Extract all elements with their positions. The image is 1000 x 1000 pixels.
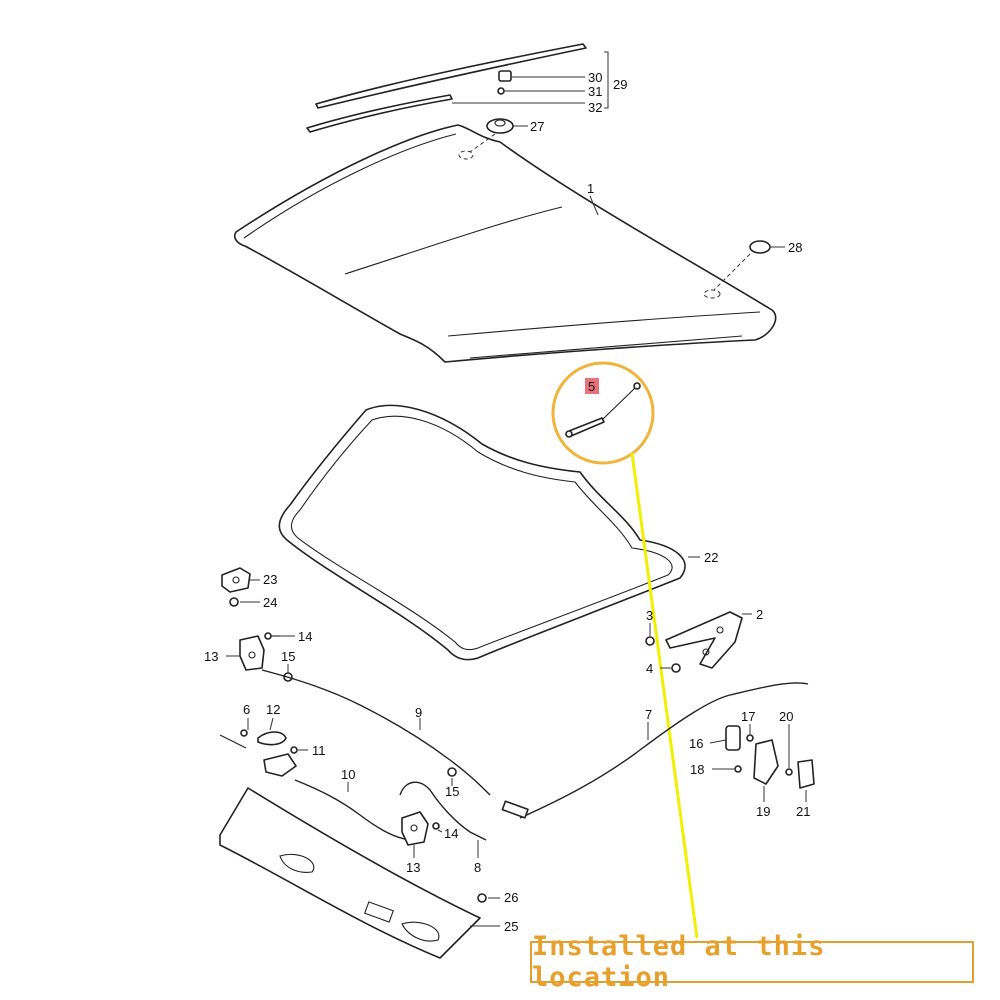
part-number-29: 29: [613, 77, 627, 92]
part-number-8: 8: [474, 860, 481, 875]
latch-19: [753, 739, 779, 785]
callout-box: Installed at this location: [530, 931, 974, 993]
part-number-15-upper: 15: [281, 649, 295, 664]
part-number-1: 1: [587, 181, 594, 196]
part-number-3: 3: [646, 608, 653, 623]
gas-strut-5: [565, 382, 641, 438]
cable-8: [399, 781, 487, 841]
part-number-23: 23: [263, 572, 277, 587]
part-number-19: 19: [756, 804, 770, 819]
cover-panel-25: [219, 787, 481, 959]
callout-text: Installed at this location: [532, 931, 826, 993]
clip-31: [497, 87, 505, 95]
rod-6: [219, 729, 248, 749]
part-number-13-lower: 13: [406, 860, 420, 875]
part-number-20: 20: [779, 709, 793, 724]
part-number-4: 4: [646, 661, 653, 676]
part-number-30: 30: [588, 70, 602, 85]
part5-marker: [585, 378, 599, 394]
part-number-25: 25: [504, 919, 518, 934]
part-number-7: 7: [645, 707, 652, 722]
highlight-circle: [551, 361, 655, 465]
latch-assembly: [263, 753, 297, 777]
part-number-5: 5: [588, 379, 595, 394]
bracket-21: [797, 759, 815, 789]
screw-14-lower: [432, 822, 440, 830]
part-number-16: 16: [689, 736, 703, 751]
part-number-9: 9: [415, 705, 422, 720]
screw-17: [746, 734, 754, 742]
lid-seal: [278, 404, 686, 661]
plug-26: [477, 893, 487, 903]
screw-20: [785, 768, 793, 776]
screw-18: [734, 765, 742, 773]
part-number-27: 27: [530, 119, 544, 134]
trim-strip-lower: [306, 94, 453, 133]
trim-strip-upper: [315, 43, 587, 109]
part-number-28: 28: [788, 240, 802, 255]
part-numbers: 30 31 32 29 27 1 28 5 22 23 24 3 2 14 13…: [204, 70, 810, 934]
part-number-17: 17: [741, 709, 755, 724]
part-number-14-lower: 14: [444, 826, 458, 841]
clip-15-lower: [447, 767, 457, 777]
part-number-32: 32: [588, 100, 602, 115]
part-number-12: 12: [266, 702, 280, 717]
cable-9: [261, 669, 491, 796]
nut-4: [671, 663, 681, 673]
lock-13-lower: [401, 811, 429, 846]
bump-stop-28: [749, 240, 771, 254]
screw-24: [229, 597, 239, 607]
striker-23: [221, 567, 251, 593]
nut-11: [290, 746, 298, 754]
cable-10: [294, 779, 411, 841]
part-number-31: 31: [588, 84, 602, 99]
lock-13-upper: [239, 635, 265, 671]
bonnet-lid: [233, 124, 777, 363]
part-number-6: 6: [243, 702, 250, 717]
part-number-10: 10: [341, 767, 355, 782]
part-number-24: 24: [263, 595, 277, 610]
grommet-27: [486, 118, 514, 134]
part-number-26: 26: [504, 890, 518, 905]
screw-14-upper: [264, 632, 280, 640]
handle-12: [257, 731, 287, 746]
part-number-11: 11: [312, 743, 326, 758]
part-number-14-upper: 14: [298, 629, 312, 644]
part-number-2: 2: [756, 607, 763, 622]
hinge-2: [665, 611, 743, 669]
switch-16: [725, 725, 741, 751]
pointer-line: [630, 452, 699, 939]
clip-30: [498, 70, 512, 82]
part-number-18: 18: [690, 762, 704, 777]
part-number-13-upper: 13: [204, 649, 218, 664]
part-number-22: 22: [704, 550, 718, 565]
bolt-3: [645, 636, 655, 646]
cable-7: [501, 682, 809, 819]
part-number-15-lower: 15: [445, 784, 459, 799]
leader-lines: [226, 51, 807, 927]
part-number-21: 21: [796, 804, 810, 819]
